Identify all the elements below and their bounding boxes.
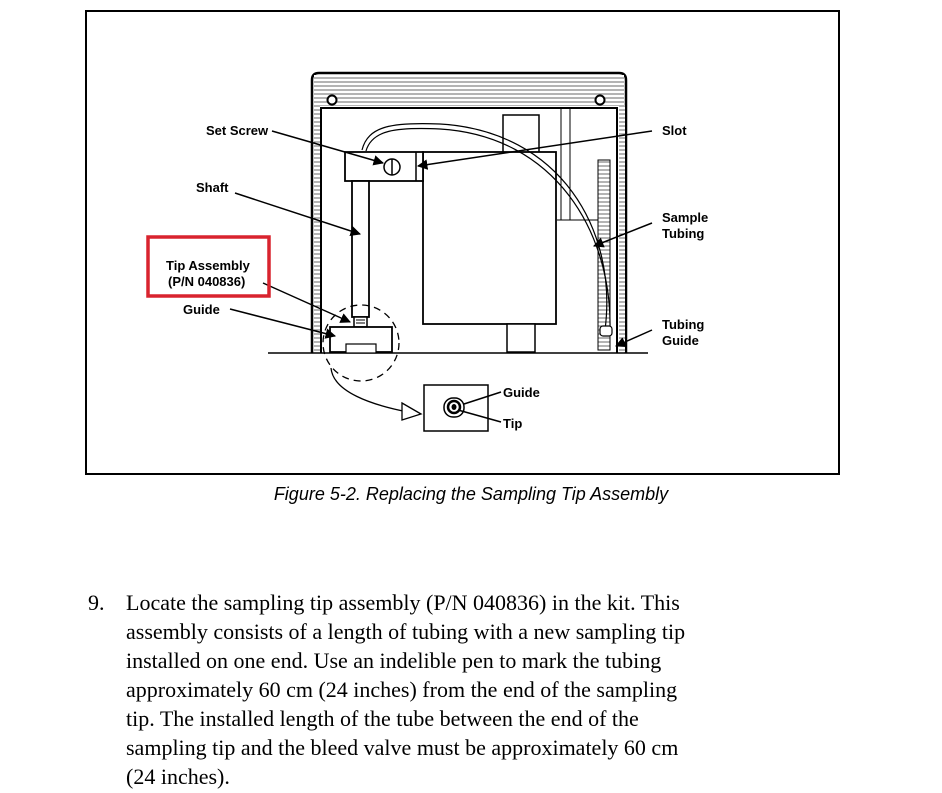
guide-block bbox=[329, 326, 393, 354]
step-line: (24 inches). bbox=[126, 764, 230, 789]
detail-arrow bbox=[330, 367, 409, 413]
label-tubing-guide: Tubing bbox=[662, 317, 704, 332]
label-shaft: Shaft bbox=[196, 180, 229, 195]
label-tip-assembly: Tip Assembly bbox=[166, 258, 251, 273]
step-line: approximately 60 cm (24 inches) from the… bbox=[126, 677, 678, 702]
label-sample-tubing: Sample bbox=[662, 210, 708, 225]
label-slot: Slot bbox=[662, 123, 687, 138]
step-line: tip. The installed length of the tube be… bbox=[126, 706, 639, 731]
label-tip-assembly-pn: (P/N 040836) bbox=[168, 274, 245, 289]
leader-lines bbox=[229, 130, 653, 423]
label-inset-tip: Tip bbox=[503, 416, 522, 431]
figure-caption: Figure 5-2. Replacing the Sampling Tip A… bbox=[273, 484, 669, 504]
shaft bbox=[351, 180, 370, 328]
tip-assembly-highlight bbox=[146, 235, 271, 298]
step-number: 9. bbox=[88, 590, 105, 615]
sampling-tip-diagram: Set Screw Shaft Tip Assembly (P/N 040836… bbox=[146, 71, 708, 432]
step-line: installed on one end. Use an indelible p… bbox=[126, 648, 662, 673]
detail-circle bbox=[322, 304, 400, 382]
mount-hole-right bbox=[594, 94, 606, 106]
mount-hole-left bbox=[326, 94, 338, 106]
label-set-screw: Set Screw bbox=[206, 123, 269, 138]
label-tubing-guide-2: Guide bbox=[662, 333, 699, 348]
inset-tip-detail bbox=[423, 384, 489, 432]
set-screw-collar bbox=[344, 151, 424, 182]
pump-block bbox=[422, 114, 557, 353]
label-sample-tubing-2: Tubing bbox=[662, 226, 704, 241]
step-line: sampling tip and the bleed valve must be… bbox=[126, 735, 679, 760]
sample-tubing bbox=[361, 122, 613, 337]
step-line: assembly consists of a length of tubing … bbox=[126, 619, 686, 644]
instrument-housing bbox=[310, 71, 628, 353]
step-text: Locate the sampling tip assembly (P/N 04… bbox=[126, 588, 826, 791]
step-line: Locate the sampling tip assembly (P/N 04… bbox=[126, 590, 680, 615]
label-inset-guide: Guide bbox=[503, 385, 540, 400]
label-guide: Guide bbox=[183, 302, 220, 317]
